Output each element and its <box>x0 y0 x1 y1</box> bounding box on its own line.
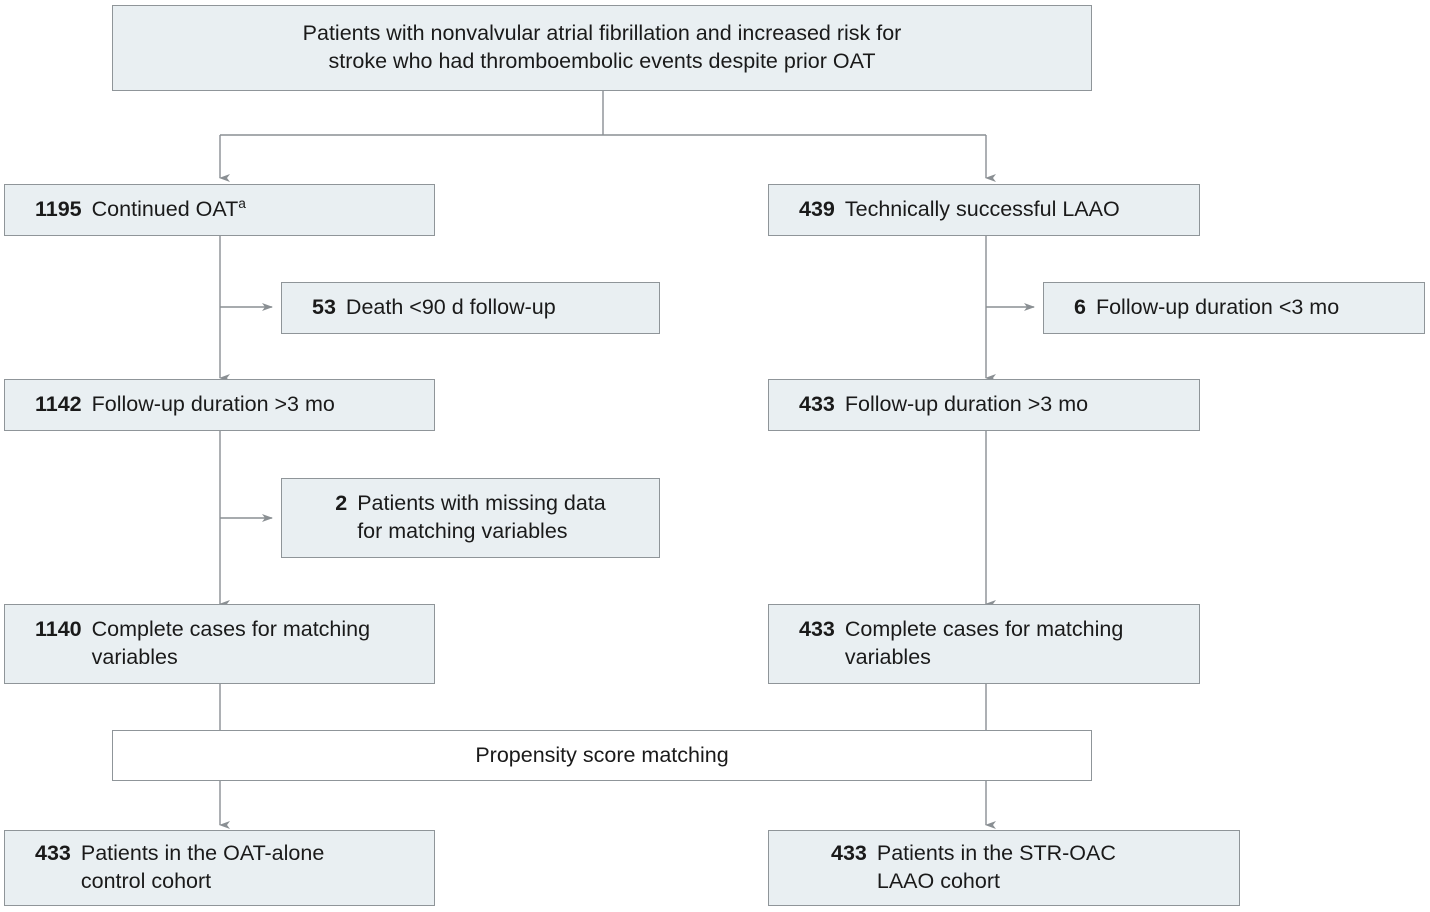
left-complete-cases-count: 1140 <box>35 617 82 642</box>
right-complete-cases-label: Complete cases for matching variables <box>844 617 1124 669</box>
node-propensity-score-matching: Propensity score matching <box>112 730 1092 781</box>
propensity-score-matching-label: Propensity score matching <box>475 742 729 767</box>
right-successful-laao-row: 439 Technically successful LAAO <box>783 196 1185 224</box>
left-followup-3mo-count: 1142 <box>35 392 82 417</box>
node-right-complete-cases: 433 Complete cases for matching variable… <box>768 604 1200 684</box>
study-population-text: Patients with nonvalvular atrial fibrill… <box>302 21 902 73</box>
left-missing-data-row: 2 Patients with missing data for matchin… <box>296 490 645 545</box>
left-continued-oat-row: 1195 Continued OATa <box>19 196 420 224</box>
left-followup-3mo-label: Follow-up duration >3 mo <box>91 392 335 417</box>
left-complete-cases-row: 1140 Complete cases for matching variabl… <box>19 616 420 671</box>
node-right-followup-3mo: 433 Follow-up duration >3 mo <box>768 379 1200 431</box>
left-followup-3mo-row: 1142 Follow-up duration >3 mo <box>19 391 420 419</box>
node-left-followup-3mo: 1142 Follow-up duration >3 mo <box>4 379 435 431</box>
left-final-cohort-count: 433 <box>35 841 71 866</box>
left-missing-data-count: 2 <box>335 491 348 516</box>
right-short-followup-label: Follow-up duration <3 mo <box>1095 295 1340 320</box>
right-followup-3mo-row: 433 Follow-up duration >3 mo <box>783 391 1185 419</box>
node-left-final-cohort: 433 Patients in the OAT-alone control co… <box>4 830 435 906</box>
footnote-marker-a: a <box>238 196 246 212</box>
right-short-followup-count: 6 <box>1074 295 1086 320</box>
node-right-short-followup-exclusion: 6 Follow-up duration <3 mo <box>1043 282 1425 334</box>
left-death-exclusion-count: 53 <box>312 295 336 320</box>
right-successful-laao-label: Technically successful LAAO <box>844 197 1120 222</box>
left-death-exclusion-label: Death <90 d follow-up <box>345 295 556 320</box>
node-left-missing-data-exclusion: 2 Patients with missing data for matchin… <box>281 478 660 558</box>
left-final-cohort-label: Patients in the OAT-alone control cohort <box>80 841 325 893</box>
right-complete-cases-count: 433 <box>799 617 835 642</box>
right-final-cohort-count: 433 <box>831 841 867 866</box>
right-followup-3mo-count: 433 <box>799 392 835 417</box>
left-continued-oat-count: 1195 <box>35 197 82 222</box>
right-successful-laao-count: 439 <box>799 197 835 222</box>
left-complete-cases-label: Complete cases for matching variables <box>91 617 371 669</box>
left-missing-data-label: Patients with missing data for matching … <box>357 491 606 543</box>
node-right-successful-laao: 439 Technically successful LAAO <box>768 184 1200 236</box>
node-right-final-cohort: 433 Patients in the STR-OAC LAAO cohort <box>768 830 1240 906</box>
right-final-cohort-label: Patients in the STR-OAC LAAO cohort <box>876 841 1116 893</box>
node-left-complete-cases: 1140 Complete cases for matching variabl… <box>4 604 435 684</box>
right-short-followup-row: 6 Follow-up duration <3 mo <box>1058 294 1410 322</box>
node-left-death-exclusion: 53 Death <90 d follow-up <box>281 282 660 334</box>
node-study-population: Patients with nonvalvular atrial fibrill… <box>112 5 1092 91</box>
left-death-exclusion-row: 53 Death <90 d follow-up <box>296 294 645 322</box>
node-left-continued-oat: 1195 Continued OATa <box>4 184 435 236</box>
right-final-cohort-row: 433 Patients in the STR-OAC LAAO cohort <box>783 840 1225 895</box>
left-final-cohort-row: 433 Patients in the OAT-alone control co… <box>19 840 420 895</box>
right-followup-3mo-label: Follow-up duration >3 mo <box>844 392 1089 417</box>
right-complete-cases-row: 433 Complete cases for matching variable… <box>783 616 1185 671</box>
left-continued-oat-label: Continued OATa <box>91 196 246 222</box>
